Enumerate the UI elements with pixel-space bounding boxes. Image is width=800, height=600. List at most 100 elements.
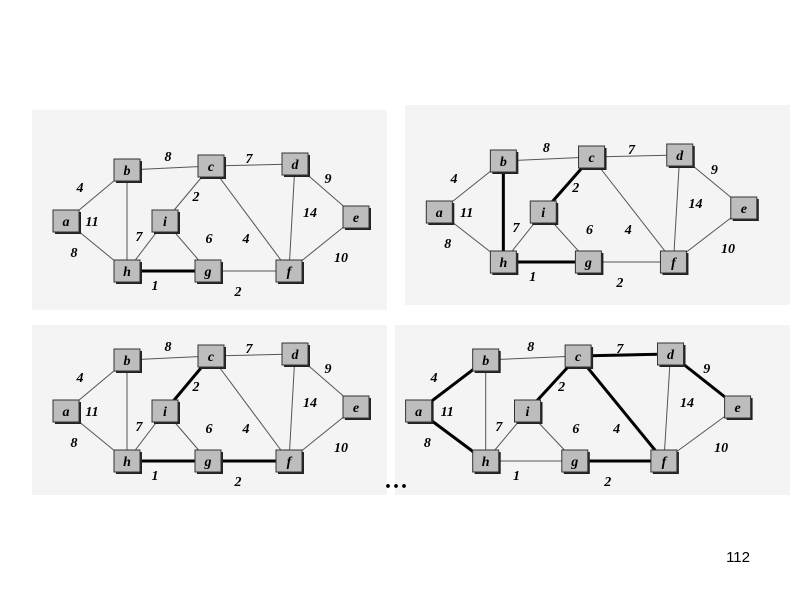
node-box <box>405 399 433 423</box>
edge-weight-b-c: 8 <box>165 150 172 165</box>
node-label: g <box>584 256 592 271</box>
node-label: e <box>741 202 747 217</box>
edge-weight-c-i: 2 <box>192 380 200 395</box>
edge-weight-e-f: 10 <box>334 441 348 456</box>
node-d: d <box>281 342 310 367</box>
node-label: b <box>482 354 489 369</box>
node-label: a <box>63 405 70 420</box>
edge-weight-b-c: 8 <box>165 340 172 355</box>
edge-d-f <box>663 353 671 462</box>
node-box <box>342 395 370 419</box>
node-label: b <box>124 354 131 369</box>
edge-weight-b-h: 11 <box>85 215 98 230</box>
node-box <box>342 205 370 229</box>
edge-d-f <box>288 163 296 272</box>
node-e: e <box>724 395 753 420</box>
edge-weight-b-h: 11 <box>441 405 454 420</box>
edge-weight-e-f: 10 <box>721 242 735 257</box>
node-label: g <box>570 455 578 470</box>
edge-weight-a-h: 8 <box>444 237 451 252</box>
node-label: f <box>287 265 293 280</box>
node-h: h <box>113 259 142 284</box>
edge-weight-c-d: 7 <box>246 152 254 167</box>
node-label: c <box>208 350 215 365</box>
edge-b-c <box>485 355 579 361</box>
node-b: b <box>113 158 142 183</box>
edge-weight-b-h: 11 <box>460 206 473 221</box>
node-box <box>113 259 141 283</box>
node-label: b <box>124 164 131 179</box>
edge-c-f <box>210 165 290 272</box>
edge-c-d <box>578 352 671 358</box>
node-label: f <box>287 455 293 470</box>
edge-weight-i-g: 6 <box>572 422 579 437</box>
edge-weight-i-g: 6 <box>586 223 593 238</box>
edge-weight-d-e: 9 <box>325 362 332 377</box>
node-box <box>197 344 225 368</box>
edge-weight-g-f: 2 <box>234 475 242 490</box>
node-box <box>52 399 80 423</box>
node-e: e <box>342 205 371 230</box>
edge-weight-g-f: 2 <box>615 276 623 291</box>
node-b: b <box>113 348 142 373</box>
node-box <box>561 449 589 473</box>
node-c: c <box>197 344 226 369</box>
node-b: b <box>489 149 519 174</box>
node-h: h <box>489 250 519 275</box>
node-box <box>657 342 684 366</box>
node-i: i <box>529 200 559 225</box>
node-label: a <box>415 405 422 420</box>
node-label: i <box>541 206 545 221</box>
edge-weight-b-c: 8 <box>527 340 534 355</box>
node-f: f <box>650 449 679 474</box>
edge-weight-i-g: 6 <box>206 422 213 437</box>
node-box <box>666 143 694 167</box>
node-box <box>275 259 303 283</box>
edge-weight-h-g: 1 <box>513 469 520 484</box>
node-a: a <box>52 209 81 234</box>
edge-weight-c-f: 4 <box>624 223 632 238</box>
node-box <box>650 449 678 473</box>
node-box <box>113 158 141 182</box>
node-box <box>724 395 752 419</box>
edge-weight-i-g: 6 <box>206 232 213 247</box>
node-h: h <box>113 449 142 474</box>
node-label: d <box>667 348 675 363</box>
edge-weight-e-f: 10 <box>714 441 728 456</box>
node-label: c <box>208 160 215 175</box>
edge-weight-c-i: 2 <box>557 380 565 395</box>
node-label: f <box>671 256 677 271</box>
edge-weight-h-g: 1 <box>529 270 536 285</box>
edge-weight-g-f: 2 <box>603 475 611 490</box>
continuation-ellipsis: ... <box>385 468 409 494</box>
edge-weight-h-i: 7 <box>512 221 520 236</box>
edge-weight-c-f: 4 <box>242 422 250 437</box>
node-box <box>472 449 500 473</box>
node-f: f <box>275 259 304 284</box>
node-label: e <box>734 401 740 416</box>
node-box <box>113 348 141 372</box>
node-box <box>194 259 222 283</box>
edge-weight-c-f: 4 <box>242 232 250 247</box>
node-box <box>472 348 500 372</box>
edge-weight-d-f: 14 <box>303 396 317 411</box>
node-label: f <box>662 455 668 470</box>
node-box <box>489 250 517 274</box>
node-g: g <box>561 449 590 474</box>
node-box <box>578 145 606 169</box>
edge-weight-d-e: 9 <box>711 163 718 178</box>
edge-weight-d-e: 9 <box>325 172 332 187</box>
edge-d-f <box>288 353 296 462</box>
node-f: f <box>659 250 689 275</box>
node-label: d <box>676 149 684 164</box>
node-box <box>113 449 141 473</box>
edge-weight-a-b: 4 <box>76 371 84 386</box>
node-label: h <box>123 265 131 280</box>
node-box <box>197 154 225 178</box>
node-c: c <box>578 145 607 170</box>
node-box <box>659 250 687 274</box>
node-label: i <box>163 405 167 420</box>
node-d: d <box>666 143 695 168</box>
